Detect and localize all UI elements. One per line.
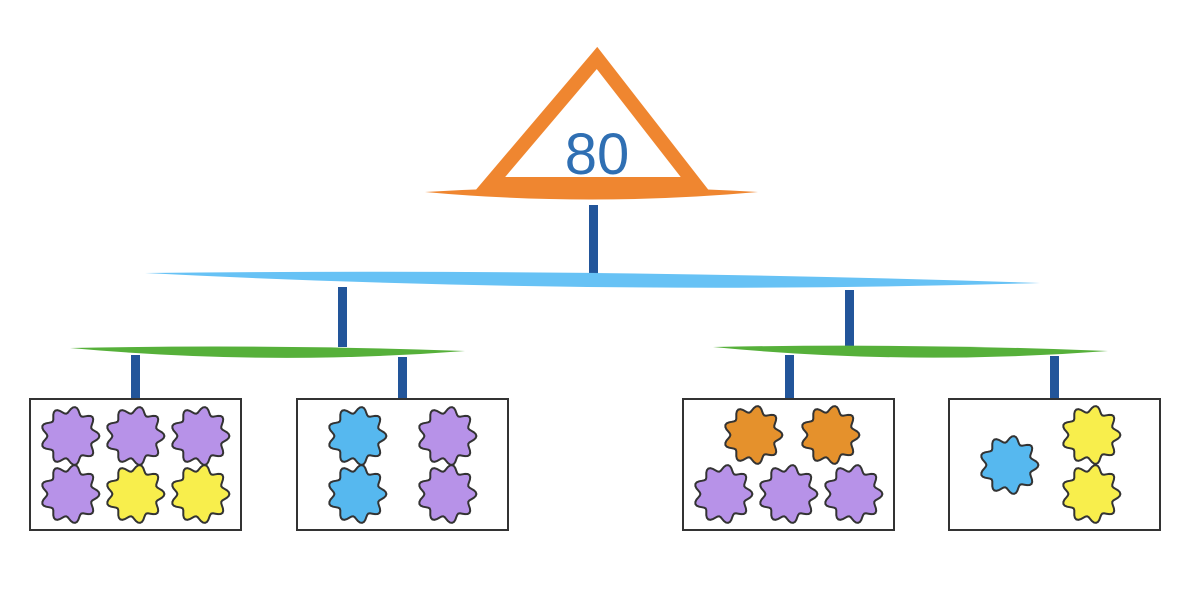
flower-purple-icon	[171, 406, 231, 466]
flower-purple-icon	[824, 464, 884, 524]
flower-yellow-icon	[171, 464, 231, 524]
flower-blue-icon	[328, 406, 388, 466]
root-value: 80	[565, 122, 630, 187]
group-box-2	[296, 398, 509, 531]
flower-purple-icon	[759, 464, 819, 524]
branch-lines	[70, 205, 1108, 398]
stem-group-2	[398, 357, 407, 398]
group-box-4	[948, 398, 1161, 531]
flower-orange-icon	[724, 405, 784, 465]
flower-purple-icon	[694, 464, 754, 524]
stem-group-3	[785, 355, 794, 398]
flower-purple-icon	[106, 406, 166, 466]
root-triangle	[474, 46, 710, 191]
left-bar	[70, 346, 465, 358]
right-bar	[713, 345, 1108, 358]
flower-purple-icon	[41, 464, 101, 524]
root-stem	[589, 205, 598, 278]
flower-purple-icon	[418, 406, 478, 466]
flower-blue-icon	[328, 464, 388, 524]
flower-purple-icon	[41, 406, 101, 466]
flower-yellow-icon	[1062, 464, 1122, 524]
right-stem	[845, 290, 854, 348]
root-node: 80	[425, 46, 758, 200]
flowers	[41, 405, 1122, 524]
left-stem	[338, 287, 347, 347]
flower-purple-icon	[418, 464, 478, 524]
flower-orange-icon	[801, 405, 861, 465]
root-base-bar	[425, 187, 758, 200]
top-bar	[145, 271, 1040, 288]
stem-group-4	[1050, 356, 1059, 398]
stem-group-1	[131, 355, 140, 398]
flower-yellow-icon	[106, 464, 166, 524]
flower-yellow-icon	[1062, 405, 1122, 465]
flower-blue-icon	[980, 435, 1040, 495]
